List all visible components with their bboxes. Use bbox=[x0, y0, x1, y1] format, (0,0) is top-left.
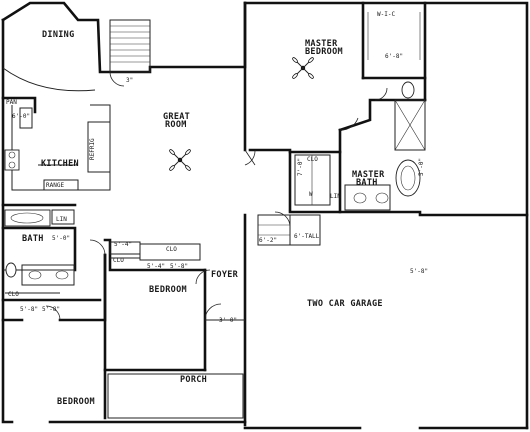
room-label-master-bath-1: MASTER bbox=[352, 170, 385, 180]
label-refrig: REFRIG bbox=[89, 138, 96, 160]
dim-hall: 6'-2" bbox=[259, 237, 277, 244]
dim-mb-bath: 5'-0" bbox=[418, 158, 425, 176]
room-label-kitchen: KITCHEN bbox=[41, 159, 79, 169]
dim-foyer: 3'-0" bbox=[219, 317, 237, 324]
ceiling-fan-great-room bbox=[169, 149, 191, 171]
label-range: RANGE bbox=[46, 182, 64, 189]
room-label-bedroom-center: BEDROOM bbox=[149, 285, 187, 295]
dim-clo-a: 5'-4" bbox=[114, 241, 132, 248]
room-label-garage: TWO CAR GARAGE bbox=[307, 299, 383, 309]
ceiling-fan-master-bedroom bbox=[292, 57, 314, 79]
dim-bed-c2: 5'-8" bbox=[170, 263, 188, 270]
dim-bed1-b: 5'-8" bbox=[42, 306, 60, 313]
interior-walls bbox=[1, 12, 427, 420]
room-label-bedroom-bottom: BEDROOM bbox=[57, 397, 95, 407]
label-lin: LIN bbox=[56, 216, 67, 223]
room-label-master-bath-2: BATH bbox=[356, 178, 378, 188]
dim-bed1-a: 5'-8" bbox=[20, 306, 38, 313]
room-label-master-bedroom-2: BEDROOM bbox=[305, 47, 343, 57]
dim-bath: 5'-0" bbox=[52, 235, 70, 242]
dim-hall-tall: 6'-TALL bbox=[294, 233, 320, 240]
dim-bed-c1: 5'-4" bbox=[147, 263, 165, 270]
room-label-great-room-2: ROOM bbox=[165, 120, 187, 130]
room-label-foyer: FOYER bbox=[211, 270, 239, 280]
room-label-bath: BATH bbox=[22, 234, 44, 244]
room-label-great-room-1: GREAT bbox=[163, 112, 190, 122]
dim-wic: 6'-8" bbox=[385, 53, 403, 60]
label-wic: W-I-C bbox=[377, 11, 395, 18]
dim-pan: 6'-0" bbox=[12, 113, 30, 120]
dim-garage: 5'-8" bbox=[410, 268, 428, 275]
dim-dining: 3" bbox=[126, 77, 133, 84]
label-pan: PAN bbox=[6, 99, 17, 106]
room-label-master-bedroom-1: MASTER bbox=[305, 39, 338, 49]
door-swings bbox=[45, 71, 388, 321]
label-linen-mb: LIN bbox=[330, 193, 341, 200]
label-clo-bath: CLO bbox=[8, 291, 19, 298]
label-clo-bed2: CLO bbox=[166, 246, 177, 253]
label-clo-bed1: CLO bbox=[113, 257, 124, 264]
label-w-mark: W bbox=[309, 191, 313, 198]
label-clo-hall: CLO bbox=[307, 156, 318, 163]
room-label-porch: PORCH bbox=[180, 375, 207, 385]
dim-mb-closet: 7'-0" bbox=[297, 158, 304, 176]
room-label-dining: DINING bbox=[42, 30, 75, 40]
